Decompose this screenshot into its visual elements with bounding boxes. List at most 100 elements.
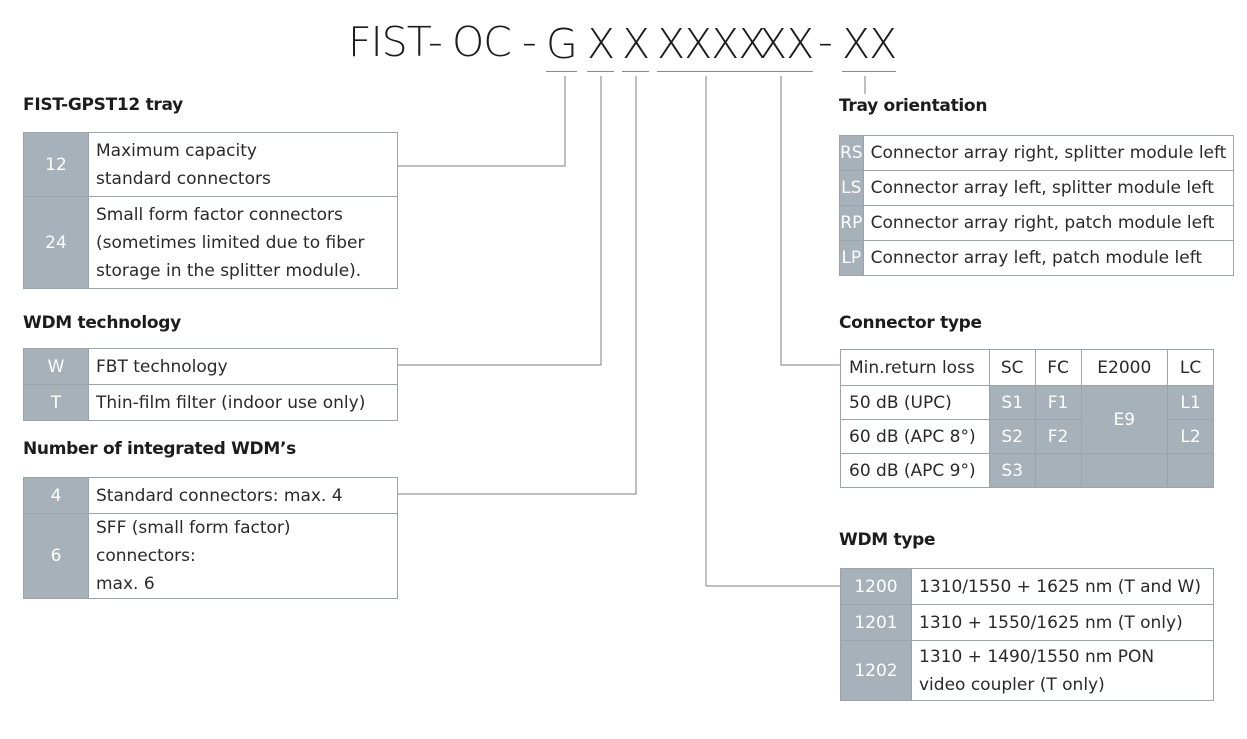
wdm-tech-heading: WDM technology (23, 313, 181, 333)
wdm-type-code-cell: 1201 (840, 604, 912, 641)
table-row: RP Connector array right, patch module l… (839, 205, 1235, 241)
num-wdm-desc-line: max. 6 (96, 574, 155, 594)
wdm-type-desc-line: video coupler (T only) (919, 674, 1105, 695)
num-wdm-heading: Number of integrated WDM’s (23, 439, 296, 459)
code-part-wdm-tech: X (622, 18, 650, 72)
orientation-code-cell: RP (839, 205, 864, 241)
num-wdm-desc-cell: Standard connectors: max. 4 (88, 477, 398, 514)
num-wdm-table: 4 Standard connectors: max. 4 6 SFF (sma… (23, 477, 398, 599)
table-row: 12 Maximum capacity standard connectors (23, 132, 398, 197)
connector-code-cell: S3 (988, 453, 1036, 488)
orientation-code-cell: LP (839, 240, 864, 276)
leader-line-wdm-type (705, 76, 840, 587)
connector-heading: Connector type (839, 313, 982, 333)
orientation-code-cell: RS (839, 135, 864, 171)
tray-desc-line: storage in the splitter module). (96, 260, 362, 281)
wdm-tech-desc-cell: Thin-film filter (indoor use only) (88, 384, 398, 421)
wdm-type-desc-line: 1310/1550 + 1625 nm (T and W) (919, 576, 1201, 597)
num-wdm-desc-line: Standard connectors: max. 4 (96, 485, 343, 506)
code-part-oc: OC (452, 18, 512, 66)
table-row: T Thin-film filter (indoor use only) (23, 384, 398, 421)
wdm-type-desc-line: 1310 + 1550/1625 nm (T only) (919, 612, 1183, 633)
connector-header-cell: FC (1034, 349, 1082, 386)
tray-desc-line: Small form factor connectors (96, 204, 343, 225)
tray-heading: FIST-GPST12 tray (23, 95, 183, 115)
tray-desc-line: Maximum capacity (96, 140, 257, 161)
tray-desc-cell: Maximum capacity standard connectors (88, 132, 398, 197)
connector-code-cell (1034, 453, 1082, 488)
connector-code-cell (1080, 453, 1169, 488)
wdm-type-desc-cell: 1310/1550 + 1625 nm (T and W) (911, 568, 1214, 605)
table-row: 4 Standard connectors: max. 4 (23, 477, 398, 514)
table-row: 60 dB (APC 9°) S3 (840, 453, 1214, 488)
table-row: LP Connector array left, patch module le… (839, 240, 1235, 276)
table-row: W FBT technology (23, 348, 398, 385)
wdm-type-table: 1200 1310/1550 + 1625 nm (T and W) 1201 … (840, 568, 1214, 701)
wdm-tech-code-cell: W (23, 348, 89, 385)
code-part-connector: XX (759, 18, 814, 72)
connector-label-cell: 60 dB (APC 8°) (840, 419, 990, 454)
num-wdm-desc-line: SFF (small form factor) connectors: (96, 518, 291, 566)
connector-table: Min.return loss SC FC E2000 LC 50 dB (UP… (840, 349, 1214, 488)
wdm-type-code-cell: 1200 (840, 568, 912, 605)
orientation-desc-cell: Connector array right, splitter module l… (862, 135, 1235, 171)
leader-line-wdm-tech (398, 76, 602, 366)
code-dash-3: - (818, 18, 833, 66)
table-row: 6 SFF (small form factor) connectors: ma… (23, 513, 398, 599)
orientation-desc-cell: Connector array right, patch module left (862, 205, 1235, 241)
connector-header-cell: E2000 (1080, 349, 1169, 386)
orientation-desc-cell: Connector array left, patch module left (862, 240, 1235, 276)
code-part-g: G (546, 18, 578, 72)
connector-code-cell: F2 (1034, 419, 1082, 454)
connector-label-cell: 60 dB (APC 9°) (840, 453, 990, 488)
orientation-heading: Tray orientation (839, 96, 988, 116)
wdm-type-heading: WDM type (839, 530, 936, 550)
num-wdm-desc-cell: SFF (small form factor) connectors: max.… (88, 513, 398, 599)
tray-desc-cell: Small form factor connectors (sometimes … (88, 196, 398, 289)
connector-code-cell: S2 (988, 419, 1036, 454)
connector-code-cell: E9 (1080, 385, 1169, 454)
table-row: 50 dB (UPC) S1 F1 E9 L1 (840, 385, 1214, 454)
wdm-type-code-cell: 1202 (840, 640, 912, 701)
connector-header-cell: Min.return loss (840, 349, 990, 386)
connector-header-cell: SC (988, 349, 1036, 386)
product-code: FIST - OC - G X X XXXX XX - XX (0, 18, 1247, 82)
tray-code-cell: 12 (23, 132, 89, 197)
table-row: LS Connector array left, splitter module… (839, 170, 1235, 206)
wdm-tech-desc-cell: FBT technology (88, 348, 398, 385)
wdm-type-desc-cell: 1310 + 1550/1625 nm (T only) (911, 604, 1214, 641)
wdm-type-desc-line: 1310 + 1490/1550 nm PON (919, 646, 1155, 667)
connector-code-cell: S1 (988, 385, 1036, 420)
table-row: 1202 1310 + 1490/1550 nm PON video coupl… (840, 640, 1214, 701)
orientation-table: RS Connector array right, splitter modul… (839, 135, 1235, 276)
wdm-tech-code-cell: T (23, 384, 89, 421)
code-dash-1: - (428, 18, 443, 66)
code-part-orientation: XX (842, 18, 897, 72)
table-row: RS Connector array right, splitter modul… (839, 135, 1235, 171)
num-wdm-code-cell: 6 (23, 513, 89, 599)
num-wdm-code-cell: 4 (23, 477, 89, 514)
leader-line-connector (780, 76, 840, 366)
tray-desc-line: standard connectors (96, 168, 271, 189)
tray-code-cell: 24 (23, 196, 89, 289)
leader-line-num-wdm (398, 76, 637, 495)
orientation-desc-cell: Connector array left, splitter module le… (862, 170, 1235, 206)
code-part-fist: FIST (348, 18, 432, 66)
connector-code-cell (1167, 453, 1214, 488)
connector-label-cell: 50 dB (UPC) (840, 385, 990, 420)
table-row: 1201 1310 + 1550/1625 nm (T only) (840, 604, 1214, 641)
table-row: 60 dB (APC 8°) S2 F2 L2 (840, 419, 1214, 454)
table-row: Min.return loss SC FC E2000 LC (840, 349, 1214, 386)
wdm-type-desc-cell: 1310 + 1490/1550 nm PON video coupler (T… (911, 640, 1214, 701)
wdm-tech-table: W FBT technology T Thin-film filter (ind… (23, 348, 398, 421)
connector-code-cell: F1 (1034, 385, 1082, 420)
connector-code-cell: L1 (1167, 385, 1214, 420)
code-part-wdm-type: XXXX (657, 18, 766, 72)
code-part-tray: X (587, 18, 615, 72)
tray-table: 12 Maximum capacity standard connectors … (23, 132, 398, 289)
orientation-code-cell: LS (839, 170, 864, 206)
connector-code-cell: L2 (1167, 419, 1214, 454)
table-row: 24 Small form factor connectors (sometim… (23, 196, 398, 289)
leader-line-tray (398, 76, 566, 167)
code-dash-2: - (522, 18, 537, 66)
